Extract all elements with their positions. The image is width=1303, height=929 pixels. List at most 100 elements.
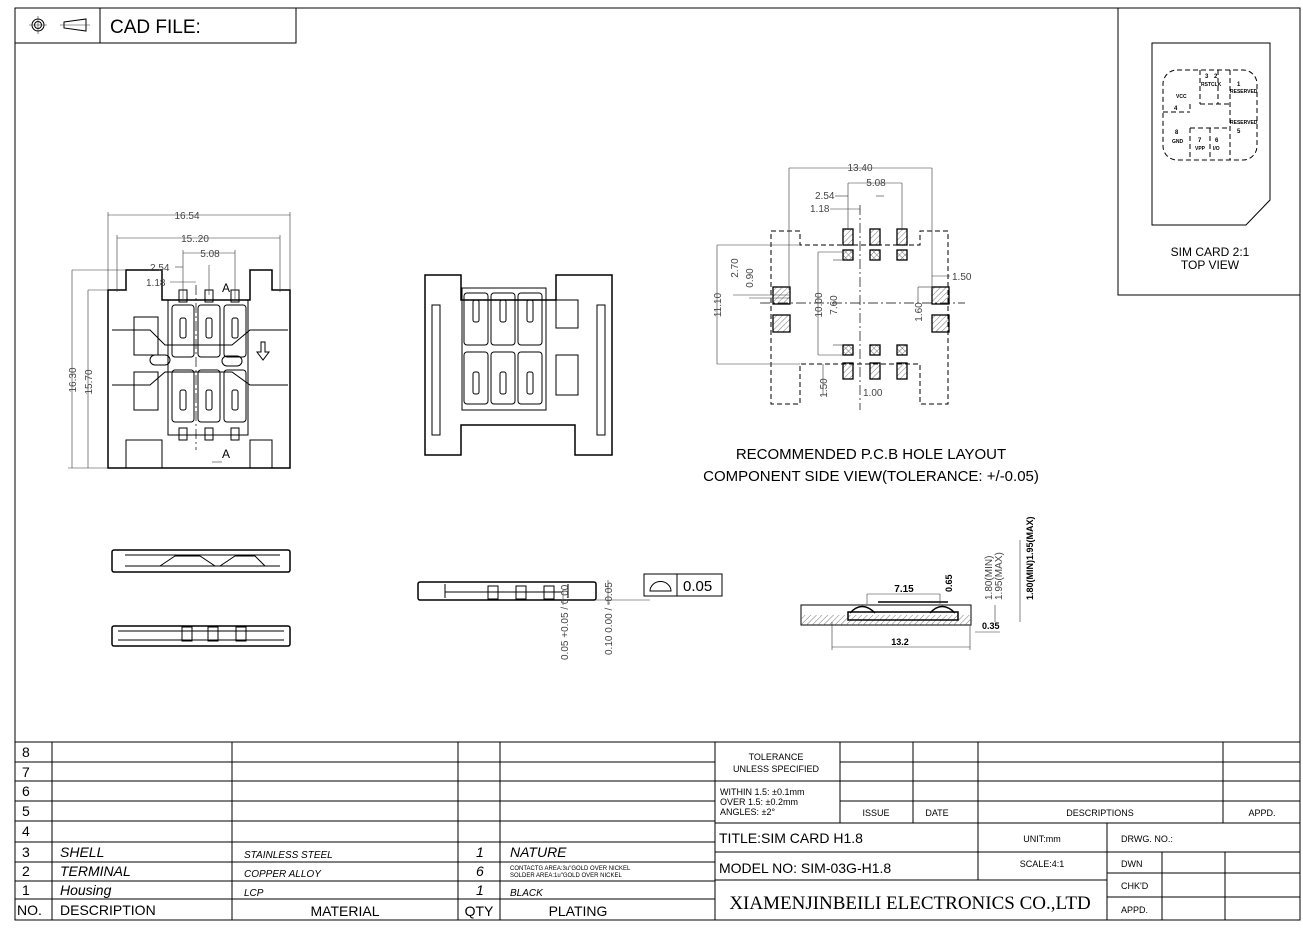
dim-2-54: 2.54 bbox=[150, 263, 170, 274]
pcb-layout-subtitle: COMPONENT SIDE VIEW(TOLERANCE: +/-0.05) bbox=[703, 468, 1039, 485]
sim-card-caption: SIM CARD 2:1 bbox=[1171, 245, 1250, 259]
contact-7-num: 7 bbox=[1198, 138, 1202, 144]
dim-1-60: 1.60 bbox=[914, 302, 925, 322]
profile-of-surface-icon bbox=[649, 581, 672, 592]
dim-15-20: 15..20 bbox=[181, 234, 209, 245]
pcb-hole-layout: 13.40 5.08 2.54 1.18 1.50 11.10 2.70 0.9… bbox=[703, 163, 1039, 485]
flatness-value: 0.05 bbox=[683, 578, 712, 595]
approved-by-label: APPD. bbox=[1121, 905, 1148, 915]
drawing-number-label: DRWG. NO.: bbox=[1121, 834, 1173, 844]
title-block: TOLERANCE UNLESS SPECIFIED WITHIN 1.5: ±… bbox=[715, 742, 1300, 920]
sheet-border bbox=[14, 7, 1301, 921]
flatness-tolerance-frame bbox=[643, 573, 723, 597]
dim-1-80-min: 1.80(MIN) bbox=[984, 556, 995, 600]
descriptions-header: DESCRIPTIONS bbox=[1066, 808, 1134, 818]
contact-2-name: CLK bbox=[1211, 82, 1222, 88]
bom-row-6-no: 6 bbox=[22, 783, 30, 799]
bom-row-3-description: SHELL bbox=[60, 844, 104, 860]
dim-1-18: 1.18 bbox=[146, 278, 166, 289]
bom-row-3-no: 3 bbox=[22, 844, 30, 860]
dim-0-10-tol: 0.10 0.00 / -0.05 bbox=[604, 582, 615, 655]
bom-row-2-plating: CONTACTG AREA:3u"GOLD OVER NICKEL bbox=[510, 866, 631, 872]
bom-row-3-material: STAINLESS STEEL bbox=[244, 850, 333, 861]
bill-of-materials: 8 7 6 5 4 3 SHELL STAINLESS STEEL 1 NATU… bbox=[15, 741, 1300, 920]
contact-5-num: 5 bbox=[1237, 129, 1241, 135]
contact-3-num: 3 bbox=[1205, 74, 1209, 80]
tolerance-unless-label: UNLESS SPECIFIED bbox=[733, 764, 820, 774]
connector-section-view: 7.15 0.65 1.80(MIN) 1.95(MAX) 1.80(MIN)1… bbox=[800, 516, 1035, 650]
dim-10-00: 10.00 bbox=[814, 292, 825, 317]
dim-2-70: 2.70 bbox=[730, 258, 741, 278]
bom-row-3-plating: NATURE bbox=[510, 844, 567, 860]
dim-7-15: 7.15 bbox=[894, 584, 914, 595]
bom-row-7-no: 7 bbox=[22, 764, 30, 780]
sim-card-top-view: 4 VCC 3 RST 2 CLK 1 RESERVED 8 GND 7 VPP… bbox=[1117, 8, 1300, 296]
bom-row-1-plating: BLACK bbox=[510, 888, 544, 899]
dim-0-90: 0.90 bbox=[745, 268, 756, 288]
bom-row-4-no: 4 bbox=[22, 823, 30, 839]
dim-1-95-max: 1.95(MAX) bbox=[994, 552, 1005, 600]
dim-1-00: 1.00 bbox=[863, 388, 883, 399]
dim-13-40: 13.40 bbox=[847, 163, 872, 174]
scale-label: SCALE:4:1 bbox=[1020, 859, 1065, 869]
cad-file-header: CAD FILE: bbox=[14, 7, 297, 44]
dim-0-05-tol: 0.05 +0.05 / 0.00 bbox=[560, 584, 571, 660]
contact-4-num: 4 bbox=[1174, 106, 1178, 112]
drawing-title: TITLE:SIM CARD H1.8 bbox=[719, 830, 863, 846]
contact-8-num: 8 bbox=[1175, 130, 1179, 136]
drawn-by-label: DWN bbox=[1121, 859, 1143, 869]
bom-header-material: MATERIAL bbox=[311, 903, 380, 919]
tolerance-angles: ANGLES: ±2° bbox=[720, 807, 775, 817]
connector-side-view-lower bbox=[111, 625, 291, 647]
dim-16-54: 16.54 bbox=[174, 211, 199, 222]
dim-5-08: 5.08 bbox=[866, 178, 886, 189]
checked-by-label: CHK'D bbox=[1121, 881, 1149, 891]
contact-5-name: RESERVED bbox=[1230, 120, 1258, 126]
bom-row-8-no: 8 bbox=[22, 744, 30, 760]
date-header: DATE bbox=[925, 808, 948, 818]
third-angle-projection-icon bbox=[29, 16, 90, 34]
model-number: MODEL NO: SIM-03G-H1.8 bbox=[719, 860, 891, 876]
bom-header-plating: PLATING bbox=[549, 903, 608, 919]
dim-0-35: 0.35 bbox=[982, 621, 1000, 631]
connector-bottom-view bbox=[424, 274, 613, 456]
contact-2-num: 2 bbox=[1214, 74, 1218, 80]
contact-4-name: VCC bbox=[1176, 94, 1187, 100]
bom-row-2-no: 2 bbox=[22, 863, 30, 879]
connector-front-view: 0.05 0.05 +0.05 / 0.00 0.10 0.00 / -0.05 bbox=[417, 573, 723, 660]
bom-row-2-plating-solder: SOLDER AREA:1u"GOLD OVER NICKEL bbox=[510, 873, 622, 879]
dim-1-18: 1.18 bbox=[810, 204, 830, 215]
sim-card-subcaption: TOP VIEW bbox=[1181, 258, 1240, 272]
contact-6-name: I/O bbox=[1213, 146, 1220, 152]
bom-row-5-no: 5 bbox=[22, 803, 30, 819]
dim-7-60: 7.60 bbox=[829, 295, 840, 315]
section-label-bottom: A bbox=[222, 447, 230, 461]
tolerance-over: OVER 1.5: ±0.2mm bbox=[720, 797, 798, 807]
bom-header-description: DESCRIPTION bbox=[60, 902, 156, 918]
tolerance-within: WITHIN 1.5: ±0.1mm bbox=[720, 787, 804, 797]
dim-5-08: 5.08 bbox=[200, 249, 220, 260]
appd-header: APPD. bbox=[1248, 808, 1275, 818]
contact-8-name: GND bbox=[1172, 139, 1184, 145]
dim-1-50-right: 1.50 bbox=[952, 272, 972, 283]
bom-header-qty: QTY bbox=[465, 903, 494, 919]
connector-side-view-upper bbox=[111, 549, 291, 573]
dim-13-2: 13.2 bbox=[891, 637, 909, 647]
section-label-top: A bbox=[222, 281, 230, 295]
dim-height-range: 1.80(MIN)1.95(MAX) bbox=[1025, 516, 1035, 600]
bom-row-1-no: 1 bbox=[22, 882, 30, 898]
contact-1-num: 1 bbox=[1237, 82, 1241, 88]
company-name: XIAMENJINBEILI ELECTRONICS CO.,LTD bbox=[729, 893, 1090, 914]
dim-11-10: 11.10 bbox=[713, 292, 724, 317]
connector-top-view: 16.54 15..20 5.08 2.54 1.18 16.30 15.70 … bbox=[68, 211, 291, 469]
contact-3-name: RST bbox=[1201, 82, 1211, 88]
bom-row-2-description: TERMINAL bbox=[60, 863, 131, 879]
issue-header: ISSUE bbox=[862, 808, 889, 818]
bom-row-1-qty: 1 bbox=[476, 882, 484, 898]
bom-row-1-description: Housing bbox=[60, 882, 112, 898]
tolerance-label: TOLERANCE bbox=[749, 752, 804, 762]
bom-row-2-material: COPPER ALLOY bbox=[244, 869, 322, 880]
bom-row-3-qty: 1 bbox=[476, 844, 484, 860]
contact-1-name: RESERVED bbox=[1230, 89, 1258, 95]
